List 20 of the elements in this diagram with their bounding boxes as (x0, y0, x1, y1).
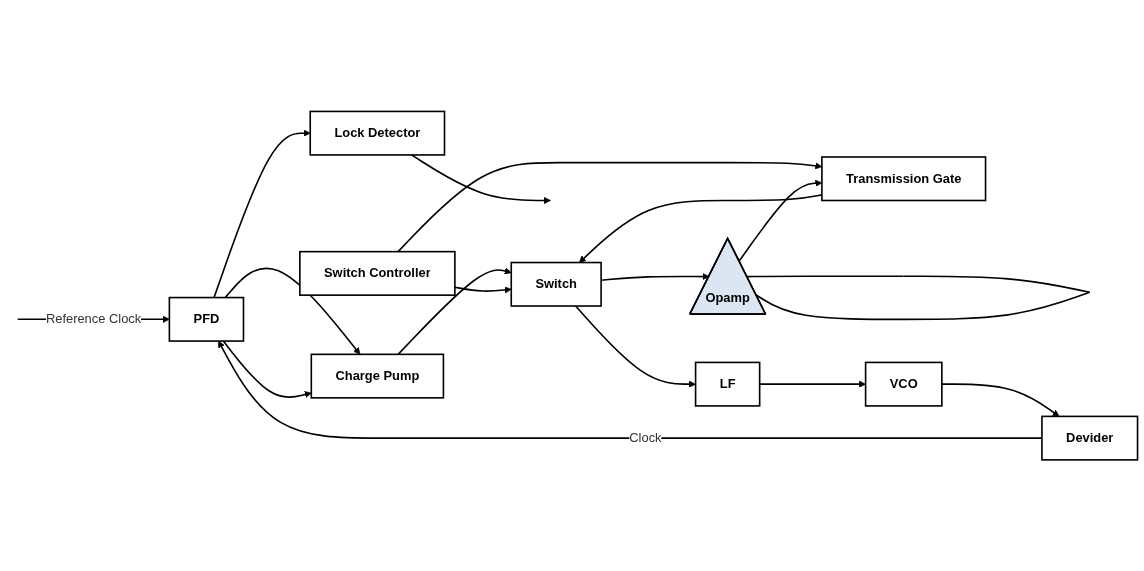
node-box: Devider (1041, 415, 1139, 461)
node-box: VCO (864, 361, 943, 407)
arrow (213, 129, 311, 299)
node-box: Transmission Gate (821, 156, 987, 202)
arrow (222, 340, 312, 398)
edge-label: Reference Clock (45, 311, 142, 326)
arrow (941, 383, 1060, 417)
node-box: Lock Detector (309, 110, 446, 156)
arrow (454, 286, 512, 294)
node-box: Switch (510, 261, 602, 307)
connector (746, 275, 1091, 320)
arrow (410, 153, 551, 204)
node-box: Switch Controller (299, 250, 456, 296)
node-box: PFD (168, 296, 245, 342)
edge-label: Clock (629, 430, 662, 445)
arrow (574, 305, 696, 388)
arrow (397, 267, 512, 355)
node-box: LF (694, 361, 761, 407)
arrow (224, 267, 361, 355)
node-box: Charge Pump (310, 353, 445, 399)
